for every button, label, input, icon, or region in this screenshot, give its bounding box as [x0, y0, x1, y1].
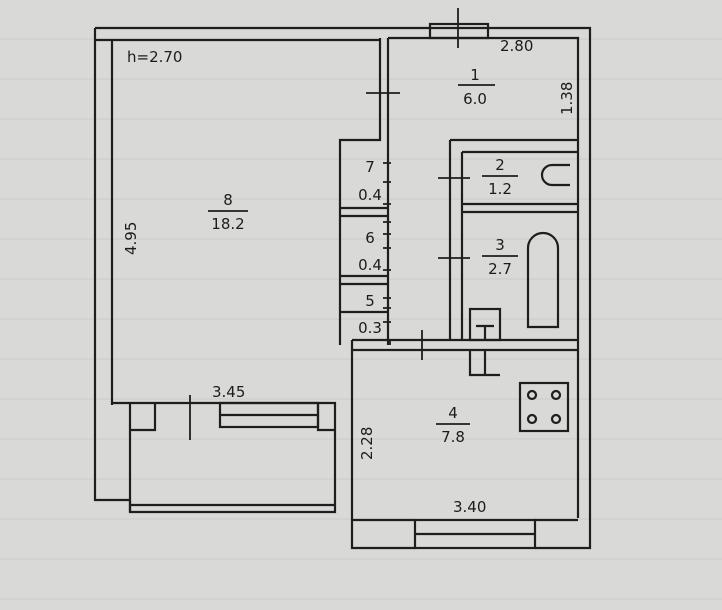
- window-top: [428, 22, 490, 40]
- ceiling-height: h=2.70: [127, 48, 182, 66]
- dim-room8-depth: 4.95: [122, 222, 140, 255]
- room-area: 0.3: [358, 319, 382, 337]
- dim-room1-width: 2.80: [500, 37, 533, 55]
- dimension-ticks: [189, 8, 470, 440]
- labels: h=2.70 2.80 1.38 4.95 3.45 2.28 3.40 1 6…: [122, 37, 576, 516]
- room-number: 3: [495, 236, 505, 254]
- room-3-label: 3 2.7: [482, 236, 518, 278]
- room-number: 5: [365, 292, 375, 310]
- room-5-label: 5 0.3: [358, 292, 382, 337]
- bathtub-icon: [526, 231, 560, 329]
- stove-icon: [518, 381, 570, 433]
- dim-kitchen-depth: 2.28: [358, 427, 376, 460]
- room-4-label: 4 7.8: [436, 404, 470, 446]
- dim-room1-depth: 1.38: [558, 82, 576, 115]
- room-1-label: 1 6.0: [458, 66, 495, 108]
- room-area: 18.2: [211, 215, 244, 233]
- room-number: 1: [470, 66, 480, 84]
- dim-kitchen-width: 3.40: [453, 498, 486, 516]
- room-number: 4: [448, 404, 458, 422]
- room-number: 8: [223, 191, 233, 209]
- room-8-label: 8 18.2: [208, 191, 248, 233]
- room-area: 0.4: [358, 256, 382, 274]
- room-2-label: 2 1.2: [482, 156, 518, 198]
- room-number: 7: [365, 158, 375, 176]
- room-6-label: 6 0.4: [358, 229, 382, 274]
- room-area: 2.7: [488, 260, 512, 278]
- room-area: 0.4: [358, 186, 382, 204]
- dim-room8-width: 3.45: [212, 383, 245, 401]
- walls: [93, 22, 592, 550]
- fixtures: [468, 163, 570, 433]
- room-7-label: 7 0.4: [358, 158, 382, 204]
- room-area: 7.8: [441, 428, 465, 446]
- room-area: 6.0: [463, 90, 487, 108]
- room-number: 2: [495, 156, 505, 174]
- toilet-icon: [540, 163, 570, 187]
- room-number: 6: [365, 229, 375, 247]
- room-area: 1.2: [488, 180, 512, 198]
